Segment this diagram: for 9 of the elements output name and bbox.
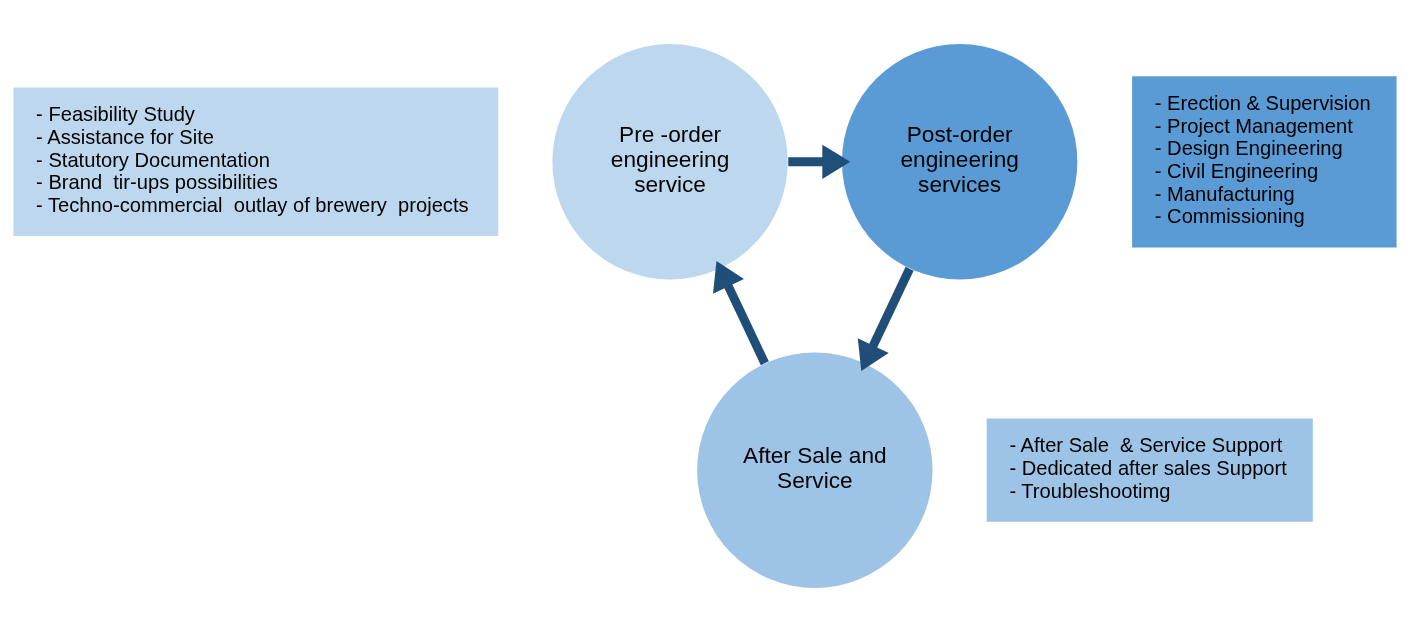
- node-circle: After Sale and Service: [697, 352, 933, 588]
- arrow: [857, 266, 914, 371]
- node-circle: Pre -order engineering service: [552, 43, 788, 279]
- node-box: - Feasibility Study - Assistance for Site - Statutory Documentation - Brand tir-ups possibilities - Techno-commercial outlay of brewery projects: [13, 87, 499, 236]
- node-box: - Erection & Supervision - Project Management - Design Engineering - Civil Engineering - Manufacturing - Commissioning: [1132, 75, 1397, 247]
- arrow: [788, 144, 851, 179]
- node-circle: Post-order engineering services: [841, 43, 1078, 279]
- node-box: - After Sale & Service Support - Dedicated after sales Support - Troubleshootimg: [986, 418, 1313, 522]
- arrow: [712, 260, 769, 365]
